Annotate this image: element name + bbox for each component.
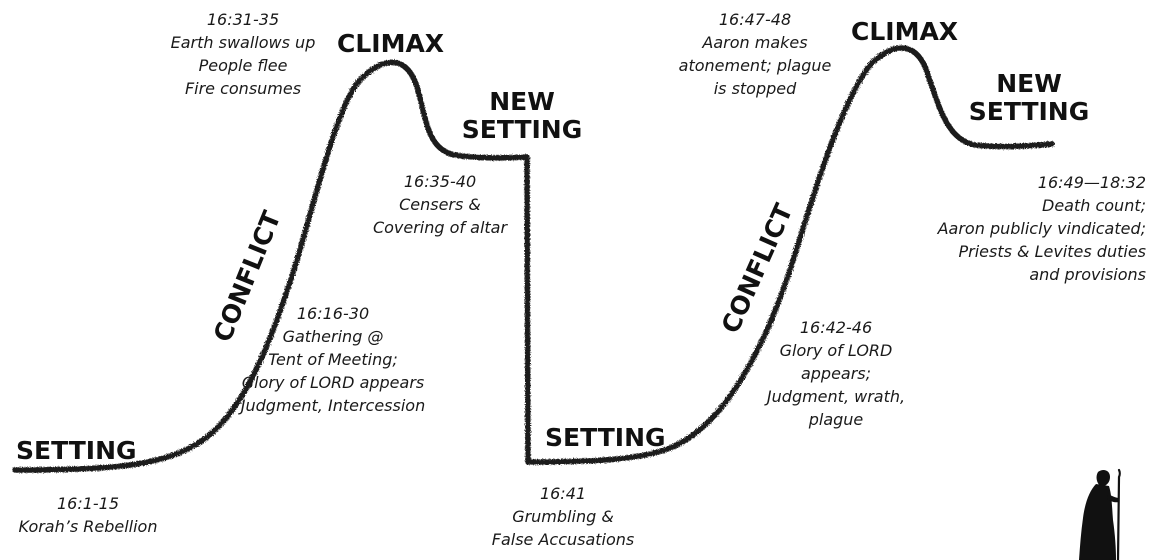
note-earth-swallows: 16:31-35 Earth swallows up People flee F… <box>148 8 338 100</box>
note-korah-rebellion: 16:1-15 Korah’s Rebellion <box>8 492 168 538</box>
note-line: Glory of LORD <box>779 341 893 360</box>
note-death-count: 16:49—18:32 Death count; Aaron publicly … <box>866 171 1146 286</box>
note-line: Death count; <box>1042 196 1146 215</box>
note-line: Korah’s Rebellion <box>18 517 158 536</box>
note-line: appears; <box>800 364 872 383</box>
note-ref: 16:49—18:32 <box>1037 173 1146 192</box>
note-ref: 16:41 <box>539 484 587 503</box>
setting-label-2: SETTING <box>545 423 666 452</box>
note-line: Judgment, Intercession <box>240 396 426 415</box>
note-line: Judgment, wrath, <box>766 387 906 406</box>
note-line: Censers & <box>399 195 481 214</box>
note-grumbling: 16:41 Grumbling & False Accusations <box>478 482 648 551</box>
note-ref: 16:35-40 <box>403 172 477 191</box>
new-setting-1-line-2: SETTING <box>461 115 583 144</box>
setting-label-1: SETTING <box>16 436 137 465</box>
note-ref: 16:16-30 <box>296 304 370 323</box>
note-ref: 16:1-15 <box>56 494 120 513</box>
note-line: Gathering @ <box>282 327 384 346</box>
climax-label-2: CLIMAX <box>851 17 959 46</box>
note-line: People flee <box>198 56 288 75</box>
note-line: Tent of Meeting; <box>268 350 398 369</box>
note-censers: 16:35-40 Censers & Covering of altar <box>360 170 520 239</box>
note-glory-appears: 16:42-46 Glory of LORD appears; Judgment… <box>746 316 926 431</box>
note-ref: 16:42-46 <box>799 318 873 337</box>
new-setting-label-2: NEW SETTING <box>965 70 1093 126</box>
new-setting-1-line-1: NEW <box>489 87 555 116</box>
climax-label-1: CLIMAX <box>337 29 445 58</box>
note-ref: 16:31-35 <box>206 10 280 29</box>
note-line: Glory of LORD appears <box>241 373 425 392</box>
note-ref: 16:47-48 <box>718 10 792 29</box>
note-line: is stopped <box>713 79 797 98</box>
note-line: Aaron publicly vindicated; <box>937 219 1146 238</box>
note-line: Grumbling & <box>512 507 614 526</box>
note-gathering: 16:16-30 Gathering @ Tent of Meeting; Gl… <box>218 302 448 417</box>
note-line: atonement; plague <box>678 56 832 75</box>
note-aaron-atonement: 16:47-48 Aaron makes atonement; plague i… <box>665 8 845 100</box>
note-line: False Accusations <box>491 530 635 549</box>
note-line: Priests & Levites duties <box>958 242 1146 261</box>
note-line: Aaron makes <box>702 33 808 52</box>
new-setting-2-line-2: SETTING <box>968 97 1090 126</box>
note-line: Earth swallows up <box>170 33 316 52</box>
new-setting-label-1: NEW SETTING <box>458 88 586 144</box>
plot-line <box>12 45 1055 473</box>
note-line: and provisions <box>1029 265 1146 284</box>
note-line: plague <box>808 410 864 429</box>
note-line: Covering of altar <box>372 218 508 237</box>
note-line: Fire consumes <box>184 79 302 98</box>
new-setting-2-line-1: NEW <box>996 69 1062 98</box>
walking-figure-with-staff-icon <box>1079 468 1121 560</box>
